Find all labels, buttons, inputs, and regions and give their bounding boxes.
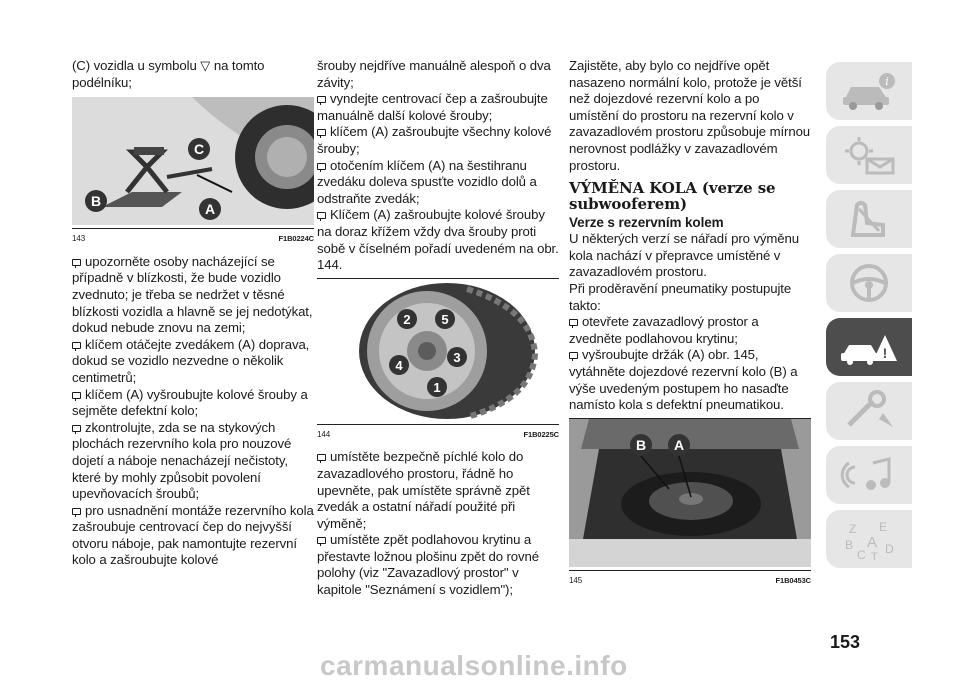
svg-text:C: C: [194, 141, 204, 157]
svg-text:D: D: [885, 542, 894, 556]
bullet-icon: [317, 96, 326, 106]
callout-3: [447, 346, 467, 367]
figure-code: F1B0224C: [278, 234, 315, 244]
bullet-icon: [317, 129, 326, 139]
multimedia-icon: [840, 457, 891, 490]
figure-143-jack: C B A: [72, 97, 314, 226]
callout-5: [435, 308, 455, 329]
svg-text:T: T: [871, 551, 878, 561]
tab-car-info[interactable]: i: [826, 62, 912, 120]
callout-b: [630, 433, 652, 456]
list-item: klíčem (A) vyšroubujte kolové šrouby a s…: [72, 386, 308, 419]
chapter-sidebar: i !: [826, 62, 912, 574]
bullet-icon: [317, 537, 326, 547]
bullet-icon: [317, 454, 326, 464]
list-item: klíčem (A) zašroubujte všechny kolové šr…: [317, 124, 552, 156]
svg-text:A: A: [867, 534, 877, 551]
figure-code: F1B0453C: [775, 575, 812, 585]
tab-breakdown[interactable]: !: [826, 318, 912, 376]
index-letters-icon: Z E B A C D T: [845, 520, 894, 561]
tab-seat-safety[interactable]: [826, 190, 912, 248]
callout-b: [85, 190, 107, 213]
list-item: umístěte bezpečně píchlé kolo do zavazad…: [317, 449, 530, 531]
list-item: otočením klíčem (A) na šestihranu zvedák…: [317, 157, 537, 206]
svg-text:2: 2: [403, 312, 410, 327]
warning-lights-icon: [845, 137, 895, 175]
tab-multimedia[interactable]: [826, 446, 912, 504]
figure-145-caption: 145 F1B0453C: [569, 569, 812, 590]
paragraph: Při proděravění pneumatiky postupujte ta…: [569, 280, 792, 313]
column-2: šrouby nejdříve manuálně alespoň o dva z…: [317, 58, 559, 599]
bullet-icon: [72, 424, 81, 434]
col1-intro: (C) vozidla u symbolu ▽ na tomto podélní…: [72, 58, 265, 90]
bullet-icon: [72, 341, 81, 351]
figure-145-trunk: B A: [569, 418, 811, 567]
list-item: vyndejte centrovací čep a zašroubujte ma…: [317, 91, 548, 123]
callout-4: [389, 354, 409, 375]
section-subheading: Verze s rezervním kolem: [569, 215, 724, 231]
figure-144-wheel: 2 5 3 4 1: [317, 278, 559, 421]
list-item: klíčem otáčejte zvedákem (A) doprava, do…: [72, 336, 310, 385]
seat-safety-icon: [850, 201, 885, 237]
callout-a: [668, 433, 690, 456]
list-item: vyšroubujte držák (A) obr. 145, vytáhnět…: [569, 347, 798, 413]
svg-text:A: A: [205, 201, 215, 217]
column-1: (C) vozidla u symbolu ▽ na tomto podélní…: [72, 58, 314, 569]
list-item: pro usnadnění montáže rezervního kola za…: [72, 502, 314, 568]
bullet-icon: [569, 352, 578, 362]
tab-warning-lights[interactable]: [826, 126, 912, 184]
figure-number: 144: [317, 429, 331, 439]
breakdown-icon: !: [841, 335, 897, 365]
trunk-illustration: B A: [569, 418, 811, 567]
svg-text:3: 3: [453, 350, 460, 365]
callout-c: [188, 138, 210, 161]
bullet-icon: [72, 258, 81, 268]
svg-text:1: 1: [433, 380, 440, 395]
svg-text:Z: Z: [849, 522, 856, 536]
figure-143-caption: 143 F1B0224C: [72, 228, 314, 248]
list-item: otevřete zavazadlový prostor a zvedněte …: [569, 314, 759, 346]
tab-index[interactable]: Z E B A C D T: [826, 510, 912, 568]
bullet-icon: [72, 391, 81, 401]
svg-text:4: 4: [395, 358, 403, 373]
figure-number: 143: [72, 234, 86, 244]
list-item: Klíčem (A) zašroubujte kolové šrouby na …: [317, 207, 559, 273]
list-item: upozorněte osoby nacházející se případně…: [72, 253, 313, 336]
svg-text:i: i: [885, 75, 889, 88]
list-item: umístěte zpět podlahovou krytinu a přest…: [317, 532, 539, 598]
figure-code: F1B0225C: [523, 429, 560, 439]
column-3: Zajistěte, aby bylo co nejdříve opět nas…: [569, 58, 811, 595]
svg-text:E: E: [879, 520, 887, 534]
jack-illustration: C B A: [72, 97, 314, 226]
bullet-icon: [317, 162, 326, 172]
svg-text:C: C: [857, 548, 866, 561]
svg-text:A: A: [674, 437, 684, 453]
svg-text:5: 5: [441, 312, 448, 327]
figure-144-caption: 144 F1B0225C: [317, 423, 560, 444]
svg-text:B: B: [636, 437, 646, 453]
svg-text:B: B: [845, 538, 853, 552]
bullet-icon: [317, 212, 326, 222]
steering-wheel-icon: [850, 264, 888, 302]
callout-a: [199, 198, 221, 221]
car-info-icon: i: [843, 73, 895, 110]
svg-text:!: !: [883, 345, 888, 361]
callout-1: [427, 376, 447, 397]
bullet-icon: [72, 507, 81, 517]
service-wrench-icon: [847, 390, 893, 427]
svg-text:B: B: [91, 193, 101, 209]
tab-steering-wheel[interactable]: [826, 254, 912, 312]
list-item: zkontrolujte, zda se na stykových plochá…: [72, 419, 292, 502]
callout-2: [397, 308, 417, 329]
paragraph: U některých verzí se nářadí pro výměnu k…: [569, 231, 800, 280]
page-number: 153: [830, 632, 861, 652]
tab-service[interactable]: [826, 382, 912, 440]
watermark: carmanualsonline.info: [320, 650, 628, 681]
col3-intro: Zajistěte, aby bylo co nejdříve opět nas…: [569, 58, 811, 173]
wheel-illustration: 2 5 3 4 1: [317, 278, 559, 421]
figure-number: 145: [569, 575, 583, 585]
section-heading: VÝMĚNA KOLA (verze se subwooferem): [569, 179, 776, 214]
bullet-icon: [569, 319, 578, 329]
col2-intro: šrouby nejdříve manuálně alespoň o dva z…: [317, 58, 551, 90]
